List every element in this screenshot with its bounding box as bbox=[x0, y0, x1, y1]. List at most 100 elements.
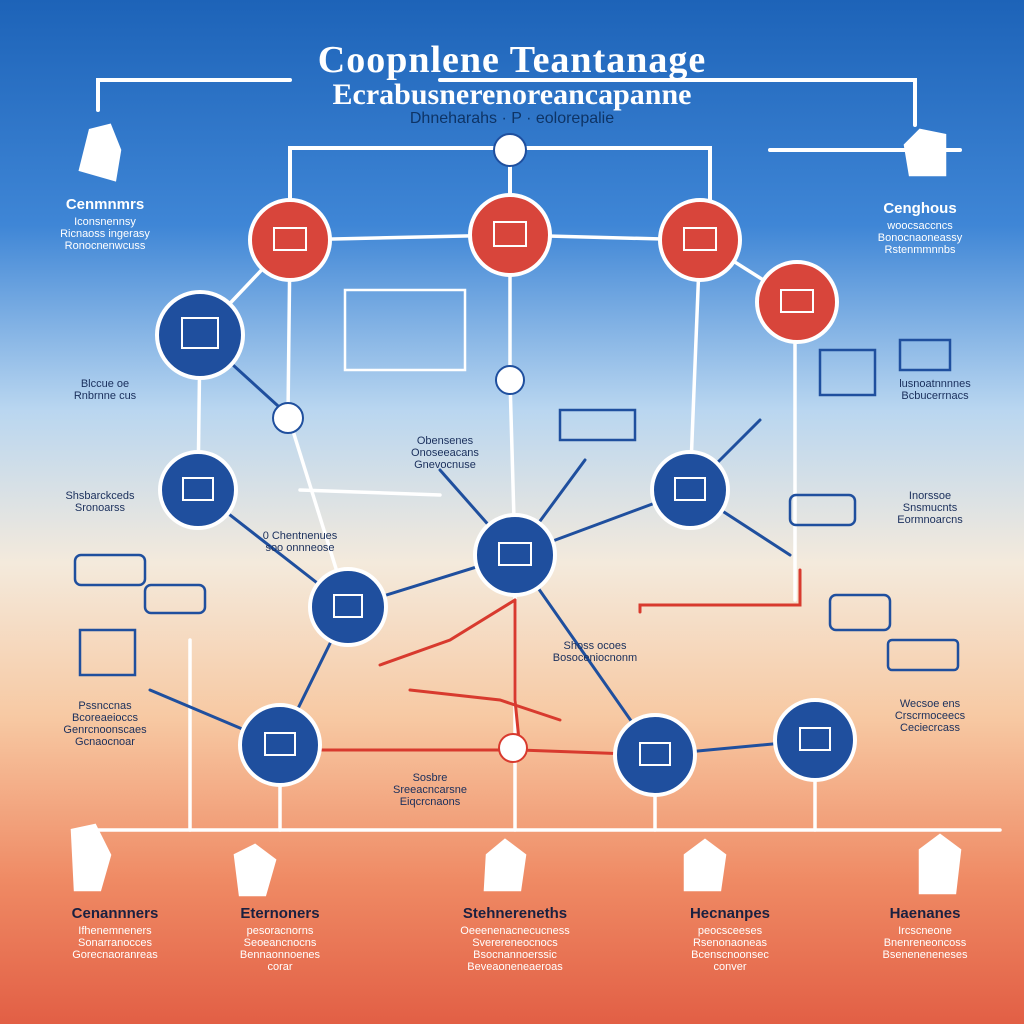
box-icon bbox=[498, 542, 532, 566]
side-label-line: Shoss ocoes bbox=[563, 640, 627, 652]
bottom-label-line: peocsceeses bbox=[697, 925, 763, 937]
diagram-title: Coopnlene Teantanage bbox=[317, 39, 707, 81]
person-icon bbox=[918, 833, 962, 895]
bottom-label-line: corar bbox=[267, 961, 293, 973]
bottom-label-heading: Stehnereneths bbox=[462, 905, 568, 922]
side-label-line: Eiqcrcnaons bbox=[399, 796, 461, 808]
side-label-line: Ronocnenwcuss bbox=[64, 240, 146, 252]
bottom-label-line: Bsocnannoerssic bbox=[473, 949, 557, 961]
bottom-label-line: Bnenreneoncoss bbox=[883, 937, 967, 949]
junction-node bbox=[498, 733, 528, 763]
person-icon bbox=[903, 128, 947, 177]
side-label-line: Onoseeacans bbox=[411, 447, 479, 459]
bottom-label-line: Bcenscnoonsec bbox=[691, 949, 769, 961]
side-label: Cenghous woocsaccncs Bonocnaoneassy Rste… bbox=[850, 200, 990, 256]
blue-node[interactable] bbox=[613, 713, 697, 797]
bottom-label-heading: Hecnanpes bbox=[689, 905, 771, 922]
blue-node[interactable] bbox=[773, 698, 857, 782]
bottom-label-line: Sverereneocnocs bbox=[472, 937, 558, 949]
person-icon bbox=[78, 123, 122, 182]
vehicle-pictograms bbox=[73, 338, 960, 677]
monitor-icon bbox=[493, 133, 527, 167]
bottom-label: Haenanes Ircscneone Bnenreneoncoss Bsene… bbox=[855, 905, 995, 961]
side-label: Blccue oe Rnbrnne cus bbox=[60, 378, 150, 402]
bottom-label: Cenannners Ifhenemneners Sonarranocces G… bbox=[40, 905, 190, 961]
bottom-label-line: Ifhenemneners bbox=[78, 925, 152, 937]
side-label: Obensenes Onoseeacans Gnevocnuse bbox=[395, 435, 495, 471]
side-label-line: Gnevocnuse bbox=[414, 459, 476, 471]
side-label-line: Ceciecrcass bbox=[900, 722, 960, 734]
side-label-line: Bonocnaoneassy bbox=[877, 232, 963, 244]
side-label-line: Pssnccnas bbox=[78, 700, 132, 712]
bottom-label-heading: Haenanes bbox=[889, 905, 961, 922]
person-icon bbox=[683, 838, 727, 892]
box-icon bbox=[799, 727, 831, 751]
red-node[interactable] bbox=[755, 260, 839, 344]
bottom-label-line: Beveaoneneaeroas bbox=[467, 961, 563, 973]
blue-node[interactable] bbox=[158, 450, 238, 530]
side-label: Shsbarckceds Sronoarss bbox=[50, 490, 150, 514]
vehicle-icon bbox=[828, 593, 892, 632]
machine-icon bbox=[818, 348, 877, 397]
side-label-heading: Cenghous bbox=[883, 200, 957, 217]
side-label-line: Obensenes bbox=[416, 435, 474, 447]
box-icon bbox=[493, 221, 527, 247]
bottom-label-line: Seoeancnocns bbox=[243, 937, 317, 949]
side-label-heading: Cenmnmrs bbox=[65, 196, 145, 213]
side-label-line: Genrcnoonscaes bbox=[63, 724, 147, 736]
bottom-label: Stehnereneths Oeeenenacnecucness Sverere… bbox=[425, 905, 605, 973]
side-label: lusnoatnnnnes Bcbucerrnacs bbox=[885, 378, 985, 402]
diagram-tagline: Dhneharahs · P · eolorepalie bbox=[409, 110, 615, 127]
bottom-label-line: Ircscneone bbox=[898, 925, 952, 937]
machine-icon bbox=[898, 338, 952, 372]
junction-circles bbox=[272, 133, 528, 763]
bottom-label-line: pesoracnorns bbox=[246, 925, 314, 937]
person-icon bbox=[70, 823, 112, 892]
blue-node[interactable] bbox=[308, 567, 388, 647]
center-caption: 0 Chentnenues soo onnneose bbox=[255, 530, 345, 554]
side-label: Sosbre Sreeacncarsne Eiqcrcnaons bbox=[375, 772, 485, 808]
bottom-label-line: Bennaonnoenes bbox=[239, 949, 321, 961]
side-label-line: Snsmucnts bbox=[902, 502, 958, 514]
car-icon bbox=[73, 553, 147, 587]
side-label-line: Crscrmoceecs bbox=[894, 710, 966, 722]
box-icon bbox=[683, 227, 717, 251]
bottom-label-line: Sonarranocces bbox=[78, 937, 152, 949]
side-label-line: Sronoarss bbox=[74, 502, 126, 514]
side-label-line: Inorssoe bbox=[908, 490, 952, 502]
side-label: Shoss ocoes Bosoceniocnonm bbox=[540, 640, 650, 664]
blue-node[interactable] bbox=[238, 703, 322, 787]
center-caption-line: 0 Chentnenues bbox=[262, 530, 338, 542]
side-label-line: Sreeacncarsne bbox=[393, 784, 467, 796]
blue-node[interactable] bbox=[473, 513, 557, 597]
blue-node[interactable] bbox=[650, 450, 730, 530]
side-label-line: lusnoatnnnnes bbox=[899, 378, 971, 390]
red-node[interactable] bbox=[468, 193, 552, 277]
bottom-label: Hecnanpes peocsceeses Rsenonaoneas Bcens… bbox=[660, 905, 800, 973]
screen-icon bbox=[343, 288, 467, 372]
bottom-label-line: conver bbox=[713, 961, 747, 973]
red-node[interactable] bbox=[248, 198, 332, 282]
blue-nodes bbox=[155, 290, 857, 797]
center-caption-line: soo onnneose bbox=[265, 542, 335, 554]
side-label-line: Iconsnennsy bbox=[74, 216, 136, 228]
box-stack-icon bbox=[233, 843, 277, 897]
red-node[interactable] bbox=[658, 198, 742, 282]
side-label-line: Rstenmmnnbs bbox=[884, 244, 956, 256]
box-icon bbox=[273, 227, 307, 251]
blue-node[interactable] bbox=[155, 290, 245, 380]
red-nodes bbox=[248, 193, 839, 344]
side-label-line: Ricnaoss ingerasy bbox=[60, 228, 150, 240]
truck-icon bbox=[143, 583, 207, 615]
side-label-line: Eormnoarcns bbox=[897, 514, 963, 526]
vehicle-icon bbox=[788, 493, 857, 527]
side-label-line: Rnbrnne cus bbox=[73, 390, 137, 402]
machine-icon bbox=[558, 408, 637, 442]
side-label-line: Shsbarckceds bbox=[65, 490, 135, 502]
box-icon bbox=[264, 732, 296, 756]
vehicle-icon bbox=[886, 638, 960, 672]
junction-node bbox=[495, 365, 525, 395]
truck-icon bbox=[78, 628, 137, 677]
junction-node bbox=[272, 402, 304, 434]
